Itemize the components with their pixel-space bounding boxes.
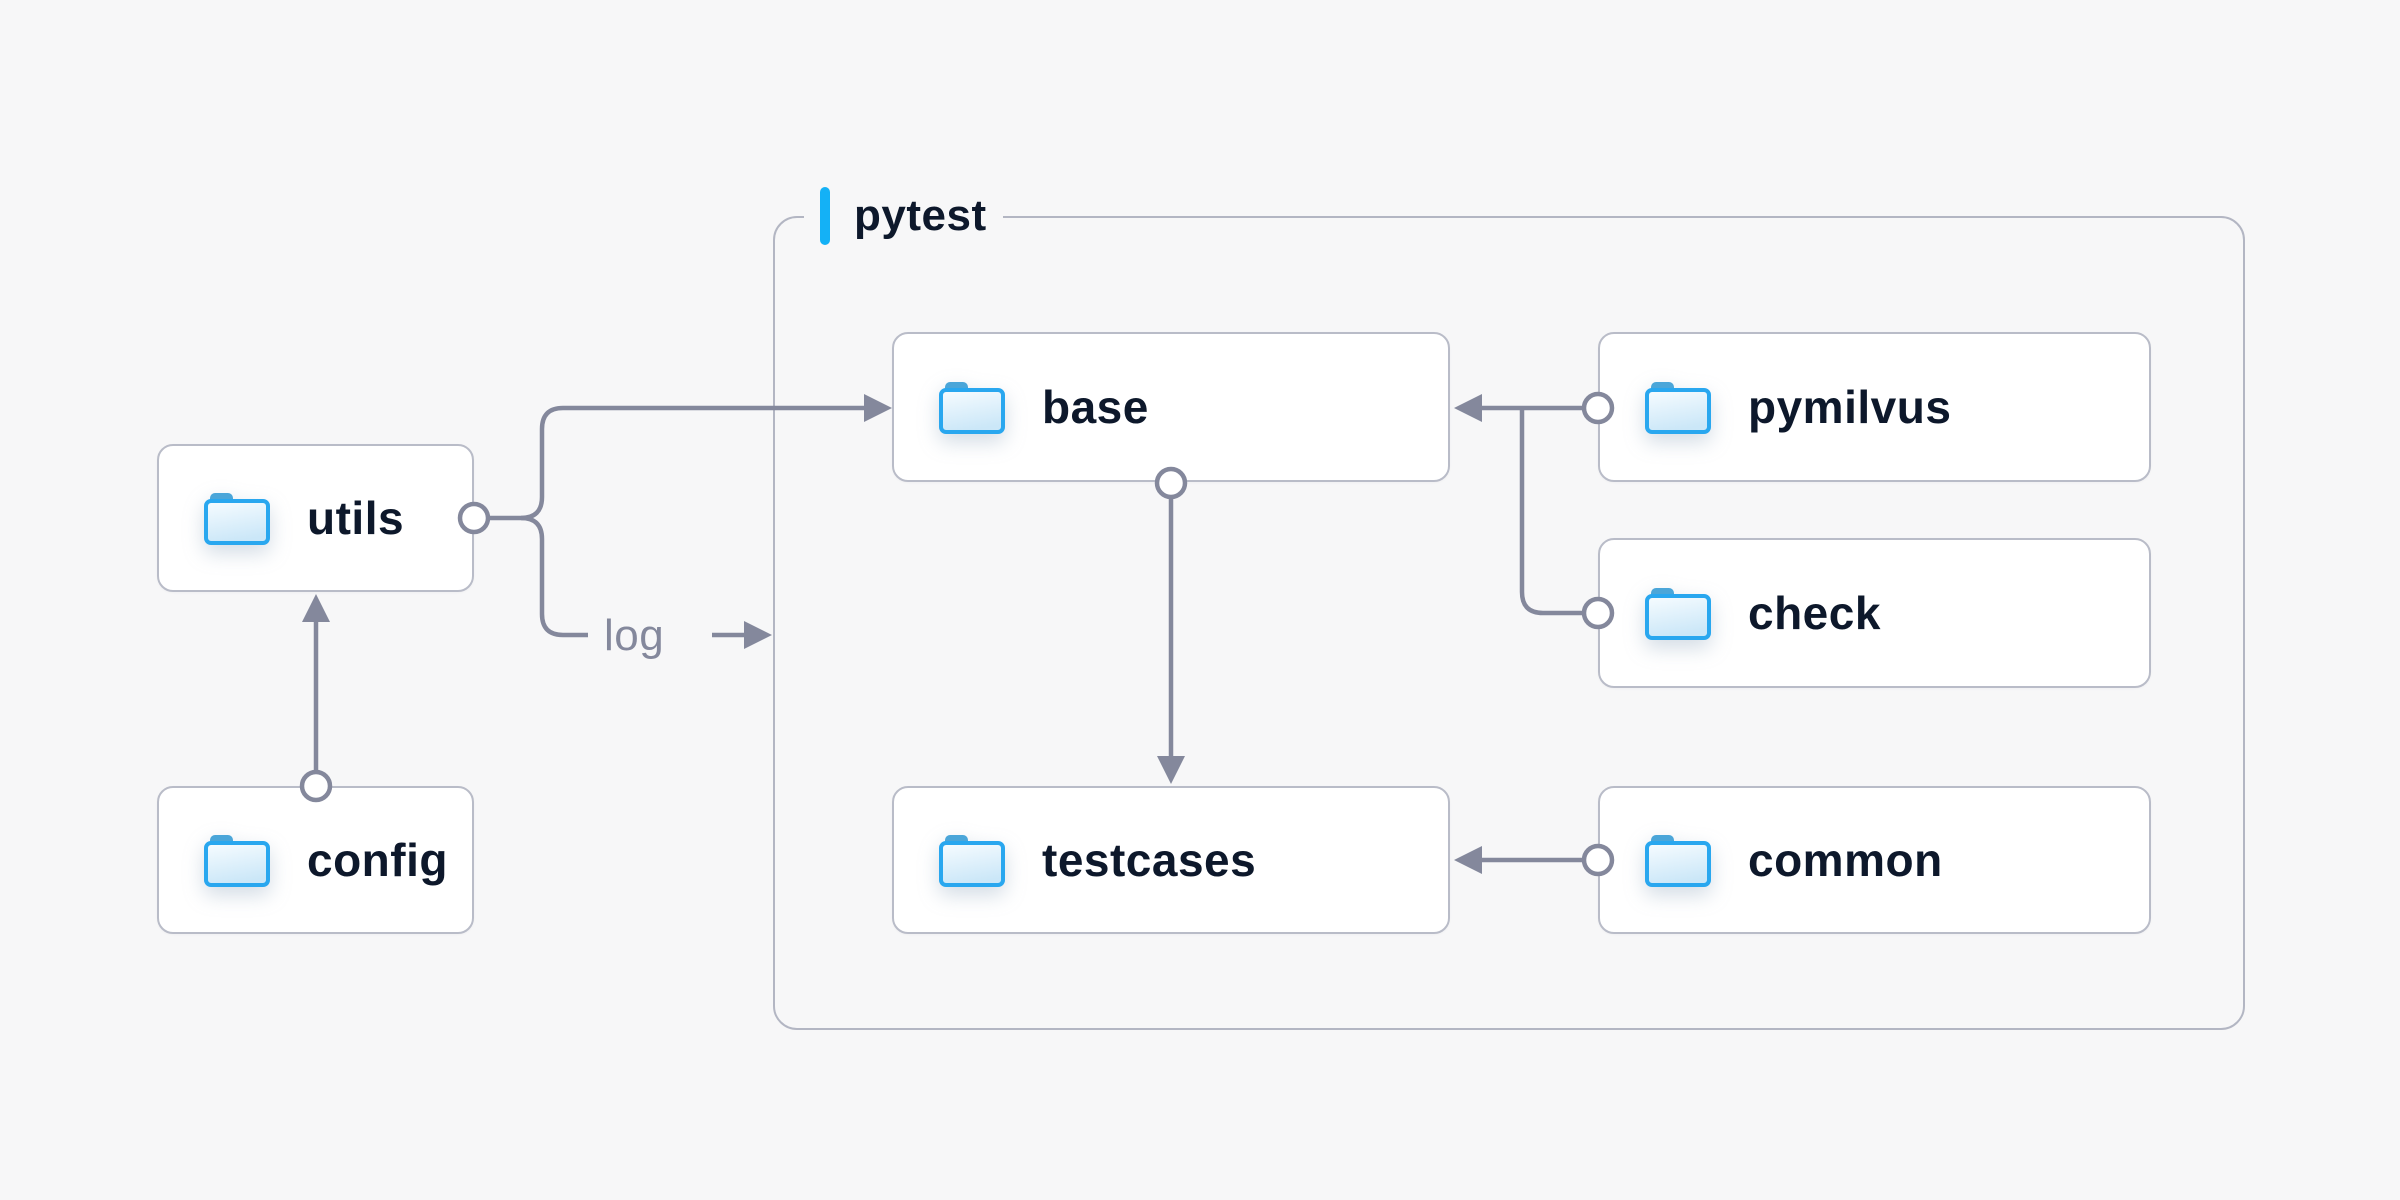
pytest-group-title: pytest <box>854 191 987 240</box>
edge-label-log: log <box>604 611 665 660</box>
folder-icon <box>1645 588 1711 640</box>
folder-icon <box>204 493 270 545</box>
edge-utils-log <box>520 515 588 638</box>
folder-icon <box>939 835 1005 887</box>
folder-icon <box>204 835 270 887</box>
node-label: base <box>1042 381 1149 433</box>
node-utils: utils <box>157 444 474 592</box>
folder-icon <box>1645 382 1711 434</box>
arrowhead-into-pytest <box>744 621 772 649</box>
node-common: common <box>1598 786 2151 934</box>
node-base: base <box>892 332 1450 482</box>
node-check: check <box>1598 538 2151 688</box>
pytest-group-container <box>773 216 2245 1030</box>
node-label: config <box>307 834 448 886</box>
folder-icon <box>1645 835 1711 887</box>
node-label: pymilvus <box>1748 381 1952 433</box>
node-label: common <box>1748 834 1943 886</box>
accent-bar <box>820 187 830 245</box>
folder-icon <box>939 382 1005 434</box>
pytest-group-label: pytest <box>804 182 1003 250</box>
arrowhead-into-utils-bottom <box>302 594 330 622</box>
node-label: check <box>1748 587 1881 639</box>
node-testcases: testcases <box>892 786 1450 934</box>
node-label: utils <box>307 492 405 544</box>
node-config: config <box>157 786 474 934</box>
node-label: testcases <box>1042 834 1257 886</box>
node-pymilvus: pymilvus <box>1598 332 2151 482</box>
